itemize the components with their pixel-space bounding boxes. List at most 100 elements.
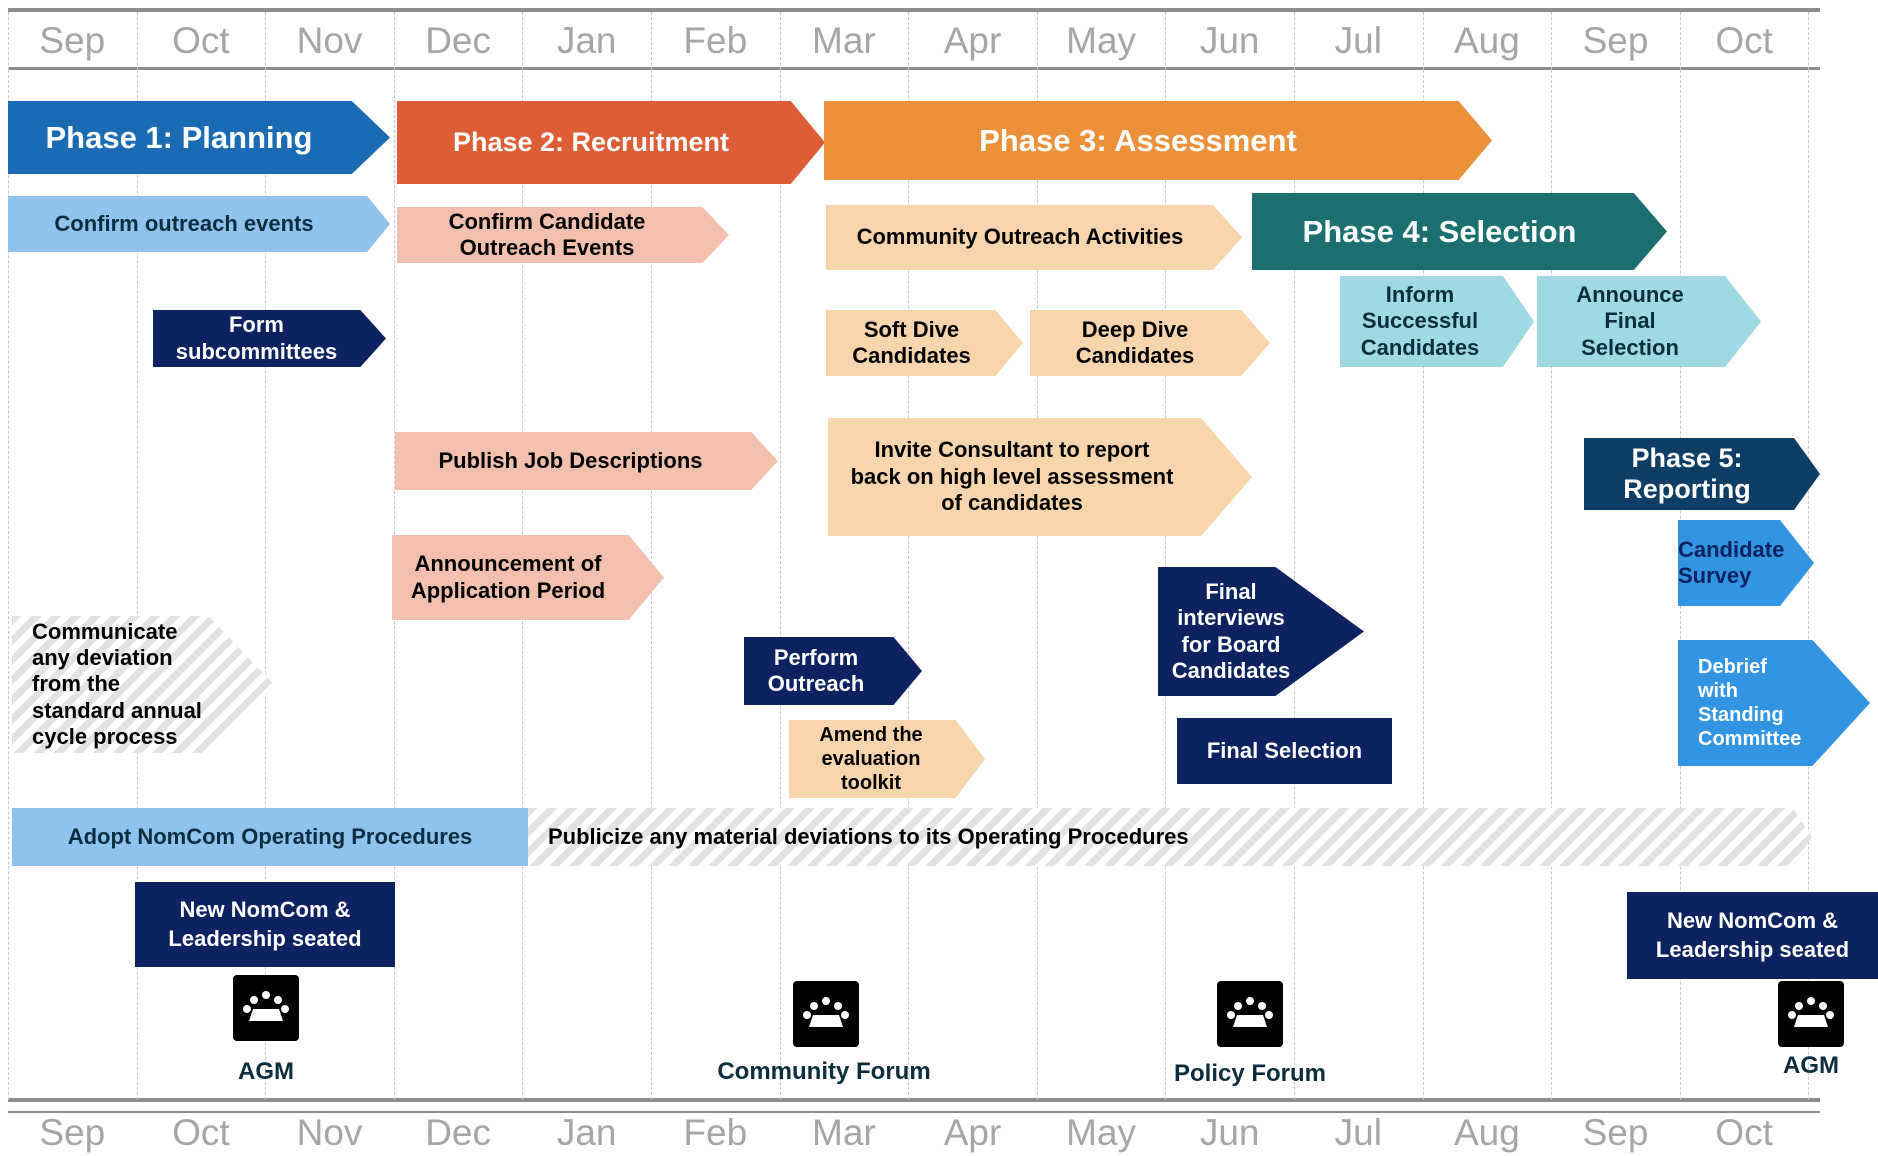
month-header-divider [1808,12,1810,70]
inform-successful-arrow: Inform Successful Candidates [1340,276,1534,367]
phase-2-recruitment-arrow: Phase 2: Recruitment [397,101,825,184]
month-gridline [1422,70,1424,1100]
month-label-top: Jun [1199,20,1260,61]
new-nomcom-box-1: New NomCom & Leadership seated [135,882,395,967]
month-header-divider [779,12,781,70]
publicize-deviations-arrow: Publicize any material deviations to its… [528,808,1812,866]
meeting-icon [793,981,859,1047]
deep-dive-arrow: Deep Dive Candidates [1030,310,1270,376]
community-outreach-label: Community Outreach Activities [856,224,1184,250]
month-header-divider [1036,12,1038,70]
confirm-candidate-outreach-label: Confirm Candidate Outreach Events [448,208,646,260]
month-label-bottom: Mar [812,1112,876,1153]
month-label-top: Mar [812,20,876,61]
month-gridline [136,70,138,1100]
month-header-divider [1679,12,1681,70]
month-label-top: Sep [39,20,106,61]
month-label-top: Feb [683,20,748,61]
meeting-icon [233,975,299,1041]
announce-final-label: Announce Final Selection [1576,281,1684,360]
announce-final-arrow: Announce Final Selection [1537,276,1761,367]
month-gridline [265,70,267,1100]
form-subcommittees-label: Form subcommittees [175,312,338,364]
new-nomcom-label-2: New NomCom & Leadership seated [1655,907,1850,962]
month-header-divider [651,12,652,70]
final-interviews-label: Final interviews for Board Candidates [1171,578,1291,683]
month-label-bottom: Oct [1715,1112,1773,1153]
top-rule [8,8,1820,12]
policy-forum-label: Policy Forum [1173,1060,1327,1087]
phase-1-planning-arrow: Phase 1: Planning [8,101,390,174]
amend-toolkit-label: Amend the evaluation toolkit [819,724,923,794]
month-label-bottom: Feb [683,1112,748,1153]
final-selection-box: Final Selection [1177,718,1392,784]
month-label-bottom: Apr [943,1112,1002,1153]
month-label-bottom: Aug [1453,1112,1520,1153]
confirm-outreach-events-arrow: Confirm outreach events [8,196,390,252]
publicize-deviations-label: Publicize any material deviations to its… [548,823,1189,849]
month-label-bottom: May [1066,1112,1137,1153]
meeting-icon [1217,981,1283,1047]
phase-2-label: Phase 2: Recruitment [452,127,730,158]
phase-4-selection-arrow: Phase 4: Selection [1252,193,1667,270]
month-label-top: Jul [1334,20,1382,61]
publish-job-descriptions-arrow: Publish Job Descriptions [395,432,778,490]
month-label-top: May [1066,20,1137,61]
soft-dive-label: Soft Dive Candidates [852,316,971,368]
month-header-divider [393,12,395,70]
month-header-divider [265,12,267,70]
month-label-top: Dec [425,20,491,61]
agm-label-1: AGM [238,1058,294,1085]
month-label-top: Aug [1453,20,1520,61]
community-forum-label: Community Forum [717,1058,931,1085]
month-gridline [8,70,9,1100]
final-selection-label: Final Selection [1206,738,1363,763]
announcement-application-arrow: Announcement of Application Period [392,535,664,620]
month-label-top: Jan [556,20,617,61]
month-label-bottom: Jun [1199,1112,1260,1153]
candidate-survey-label: Candidate Survey [1678,536,1785,588]
adopt-procedures-box: Adopt NomCom Operating Procedures [12,808,528,866]
announcement-application-label: Announcement of Application Period [410,551,606,603]
new-nomcom-box-2: New NomCom & Leadership seated [1627,892,1878,979]
confirm-candidate-outreach-arrow: Confirm Candidate Outreach Events [397,207,729,263]
month-header-divider [1422,12,1424,70]
month-label-bottom: Oct [172,1112,230,1153]
month-gridline [779,70,781,1100]
phase-5-reporting-arrow: Phase 5: Reporting [1584,438,1820,510]
meeting-icon [1778,981,1844,1047]
month-gridline [1551,70,1553,1100]
month-gridline [1036,70,1038,1100]
month-gridline [908,70,910,1100]
communicate-deviation-arrow: Communicate any deviation from the stand… [12,616,274,753]
month-gridline [1808,70,1810,1100]
month-label-bottom: Nov [296,1112,363,1153]
month-label-top: Sep [1582,20,1649,61]
footer-rule [8,1098,1820,1102]
debrief-arrow: Debrief with Standing Committee [1678,640,1870,766]
month-header-divider [908,12,910,70]
debrief-label: Debrief with Standing Committee [1698,656,1802,750]
adopt-procedures-label: Adopt NomCom Operating Procedures [67,824,473,849]
month-header-divider [522,12,524,70]
month-label-top: Nov [296,20,363,61]
phase-3-label: Phase 3: Assessment [979,122,1297,158]
month-label-top: Apr [943,20,1002,61]
month-label-top: Oct [172,20,230,61]
month-header-divider [1294,12,1295,70]
month-label-bottom: Dec [425,1112,491,1153]
inform-successful-label: Inform Successful Candidates [1360,281,1480,360]
phase-3-assessment-arrow: Phase 3: Assessment [824,101,1492,180]
month-header-divider [8,12,9,70]
amend-toolkit-arrow: Amend the evaluation toolkit [789,720,985,798]
new-nomcom-label-1: New NomCom & Leadership seated [168,896,362,951]
confirm-outreach-events-label: Confirm outreach events [54,210,314,236]
month-header-divider [136,12,138,70]
phase-1-label: Phase 1: Planning [45,119,313,155]
month-label-bottom: Jul [1334,1112,1382,1153]
month-label-bottom: Jan [556,1112,617,1153]
final-interviews-arrow: Final interviews for Board Candidates [1158,567,1364,696]
month-header-divider [1551,12,1553,70]
month-header-divider [1165,12,1167,70]
perform-outreach-label: Perform Outreach [767,644,865,696]
